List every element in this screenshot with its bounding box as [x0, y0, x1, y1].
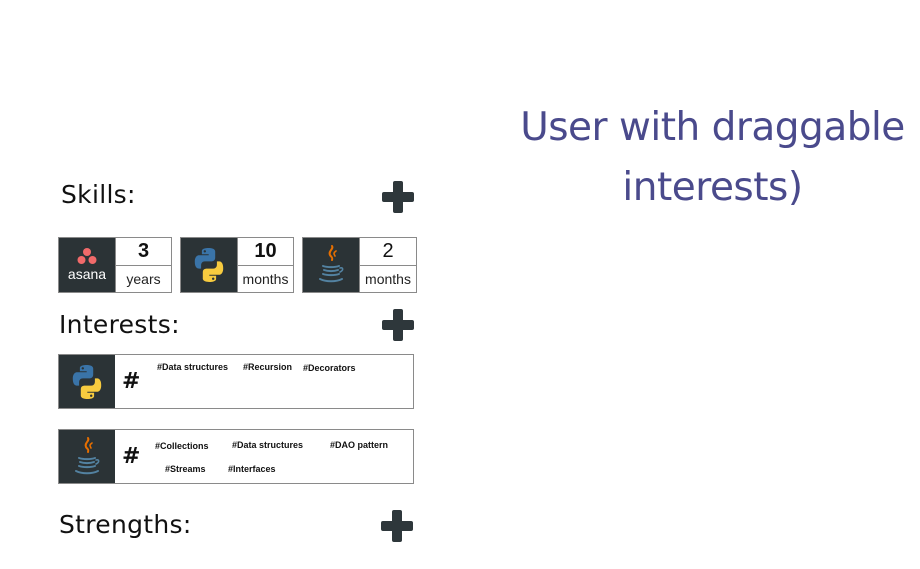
skill-card-python[interactable]: 10 months: [180, 237, 294, 293]
skill-unit: years: [126, 271, 161, 287]
interest-tag[interactable]: #DAO pattern: [330, 440, 389, 450]
skill-card-asana[interactable]: asana 3 years: [58, 237, 172, 293]
skill-info: 10 months: [237, 238, 293, 292]
interest-tag[interactable]: #Data structures: [232, 440, 304, 450]
interest-tag[interactable]: #Interfaces: [228, 464, 276, 474]
skill-card-java[interactable]: 2 months: [302, 237, 417, 293]
interest-row-java[interactable]: # #Collections #Data structures #DAO pat…: [58, 429, 414, 484]
asana-logo-text: asana: [68, 266, 106, 282]
add-interest-button[interactable]: [381, 308, 415, 342]
plus-icon: [382, 181, 414, 213]
page-heading-line2: interests): [622, 165, 803, 210]
skill-value: 2: [360, 238, 416, 266]
skill-unit: months: [365, 271, 411, 287]
plus-icon: [381, 510, 413, 542]
interest-tag[interactable]: #Recursion: [243, 362, 293, 372]
interest-tag[interactable]: #Streams: [165, 464, 206, 474]
skills-label: Skills:: [61, 180, 136, 209]
skill-info: 3 years: [115, 238, 171, 292]
add-strength-button[interactable]: [380, 509, 414, 543]
interest-tag[interactable]: #Decorators: [303, 363, 356, 373]
skill-unit: months: [242, 271, 289, 287]
skill-info: 2 months: [359, 238, 416, 292]
plus-icon: [382, 309, 414, 341]
java-logo: [59, 430, 115, 483]
skill-value: 10: [238, 238, 293, 266]
asana-logo: asana: [59, 238, 115, 292]
hashtag-icon: #: [122, 369, 141, 394]
strengths-label: Strengths:: [59, 510, 192, 539]
python-logo: [59, 355, 115, 408]
python-logo: [181, 238, 237, 292]
add-skill-button[interactable]: [381, 180, 415, 214]
interest-tag[interactable]: #Collections: [155, 441, 209, 451]
page-heading: User with draggable interests): [505, 98, 920, 218]
java-logo: [303, 238, 359, 292]
hashtag-icon: #: [122, 444, 141, 469]
page-heading-line1: User with draggable: [520, 105, 905, 150]
skill-value: 3: [116, 238, 171, 266]
interests-label: Interests:: [59, 310, 180, 339]
interest-tag[interactable]: #Data structures: [157, 362, 229, 372]
interest-row-python[interactable]: # #Data structures #Recursion #Decorator…: [58, 354, 414, 409]
